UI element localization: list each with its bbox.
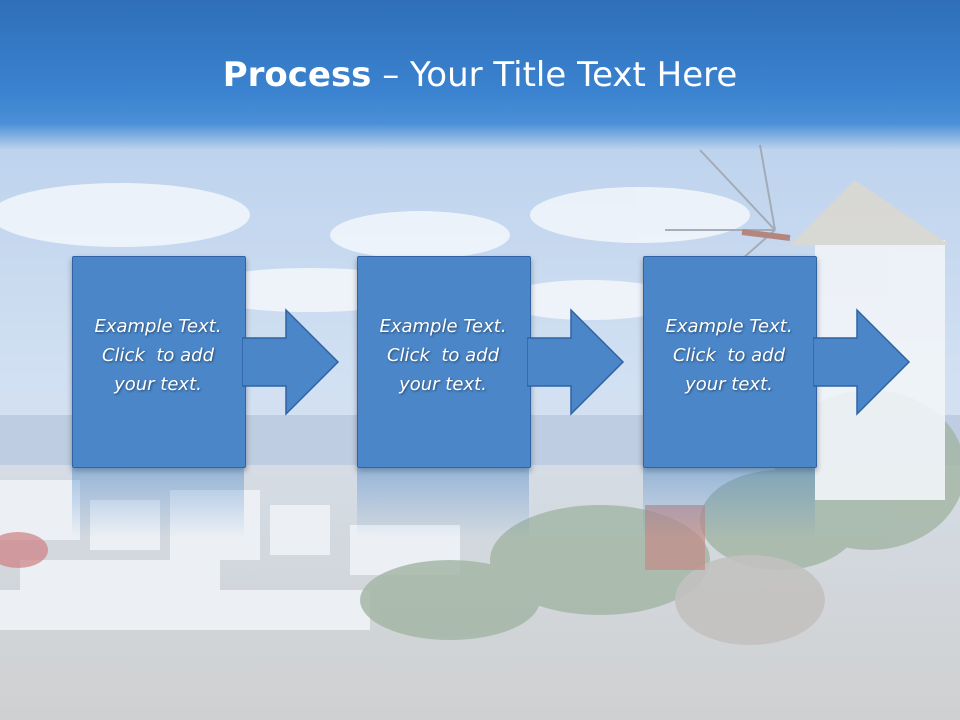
process-step-1[interactable]: Example Text. Click to add your text. <box>72 256 372 538</box>
step-text-line-1: Example Text. <box>665 316 793 337</box>
step-text[interactable]: Example Text. Click to add your text. <box>72 312 244 399</box>
process-step-3[interactable]: Example Text. Click to add your text. <box>643 256 943 538</box>
right-arrow-icon <box>242 308 340 416</box>
step-reflection <box>643 468 815 538</box>
right-arrow-icon <box>813 308 911 416</box>
step-text-line-3: your text. <box>114 374 202 395</box>
step-reflection <box>72 468 244 538</box>
step-box[interactable] <box>643 256 817 468</box>
right-arrow-icon <box>527 308 625 416</box>
slide-title[interactable]: Process – Your Title Text Here <box>0 52 960 98</box>
step-text-line-2: Click to add <box>386 345 499 366</box>
title-rest-text: – Your Title Text Here <box>371 55 738 95</box>
step-text-line-3: your text. <box>399 374 487 395</box>
step-text-line-1: Example Text. <box>379 316 507 337</box>
step-box[interactable] <box>72 256 246 468</box>
step-reflection <box>357 468 529 538</box>
step-box[interactable] <box>357 256 531 468</box>
step-text[interactable]: Example Text. Click to add your text. <box>643 312 815 399</box>
step-text-line-2: Click to add <box>672 345 785 366</box>
process-step-2[interactable]: Example Text. Click to add your text. <box>357 256 657 538</box>
title-bold-text: Process <box>222 55 372 95</box>
step-text-line-1: Example Text. <box>94 316 222 337</box>
step-text-line-2: Click to add <box>101 345 214 366</box>
step-text-line-3: your text. <box>685 374 773 395</box>
title-band <box>0 0 960 150</box>
step-text[interactable]: Example Text. Click to add your text. <box>357 312 529 399</box>
